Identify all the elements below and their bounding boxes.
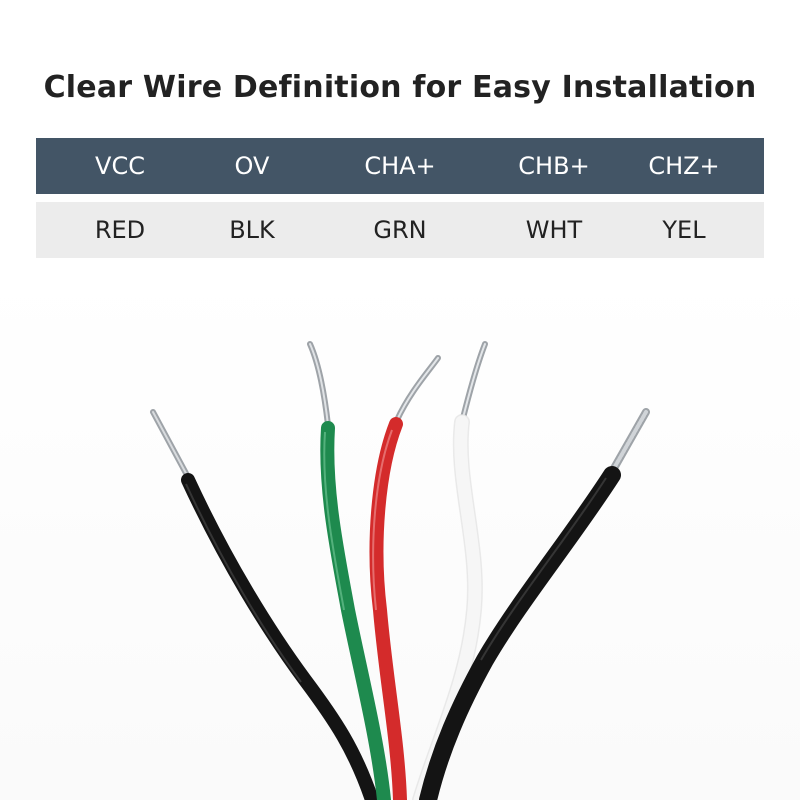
wire-table-color-row: RED BLK GRN WHT YEL: [36, 202, 764, 258]
color-cell-red: RED: [94, 216, 146, 244]
black-wire-left: [150, 409, 379, 800]
header-cell-cha: CHA+: [364, 152, 436, 180]
color-cell-yel: YEL: [662, 216, 706, 244]
header-cell-chz: CHZ+: [648, 152, 720, 180]
page-title: Clear Wire Definition for Easy Installat…: [43, 70, 757, 105]
color-cell-blk: BLK: [229, 216, 275, 244]
green-wire: [307, 341, 391, 800]
wires-photo: [0, 270, 800, 800]
color-cell-grn: GRN: [373, 216, 427, 244]
wire-table-header-row: VCC OV CHA+ CHB+ CHZ+: [36, 138, 764, 194]
black-wire-right: [419, 408, 650, 800]
header-cell-ov: OV: [234, 152, 270, 180]
color-cell-wht: WHT: [525, 216, 583, 244]
red-wire: [369, 355, 441, 800]
header-cell-chb: CHB+: [518, 152, 590, 180]
header-cell-vcc: VCC: [95, 152, 145, 180]
